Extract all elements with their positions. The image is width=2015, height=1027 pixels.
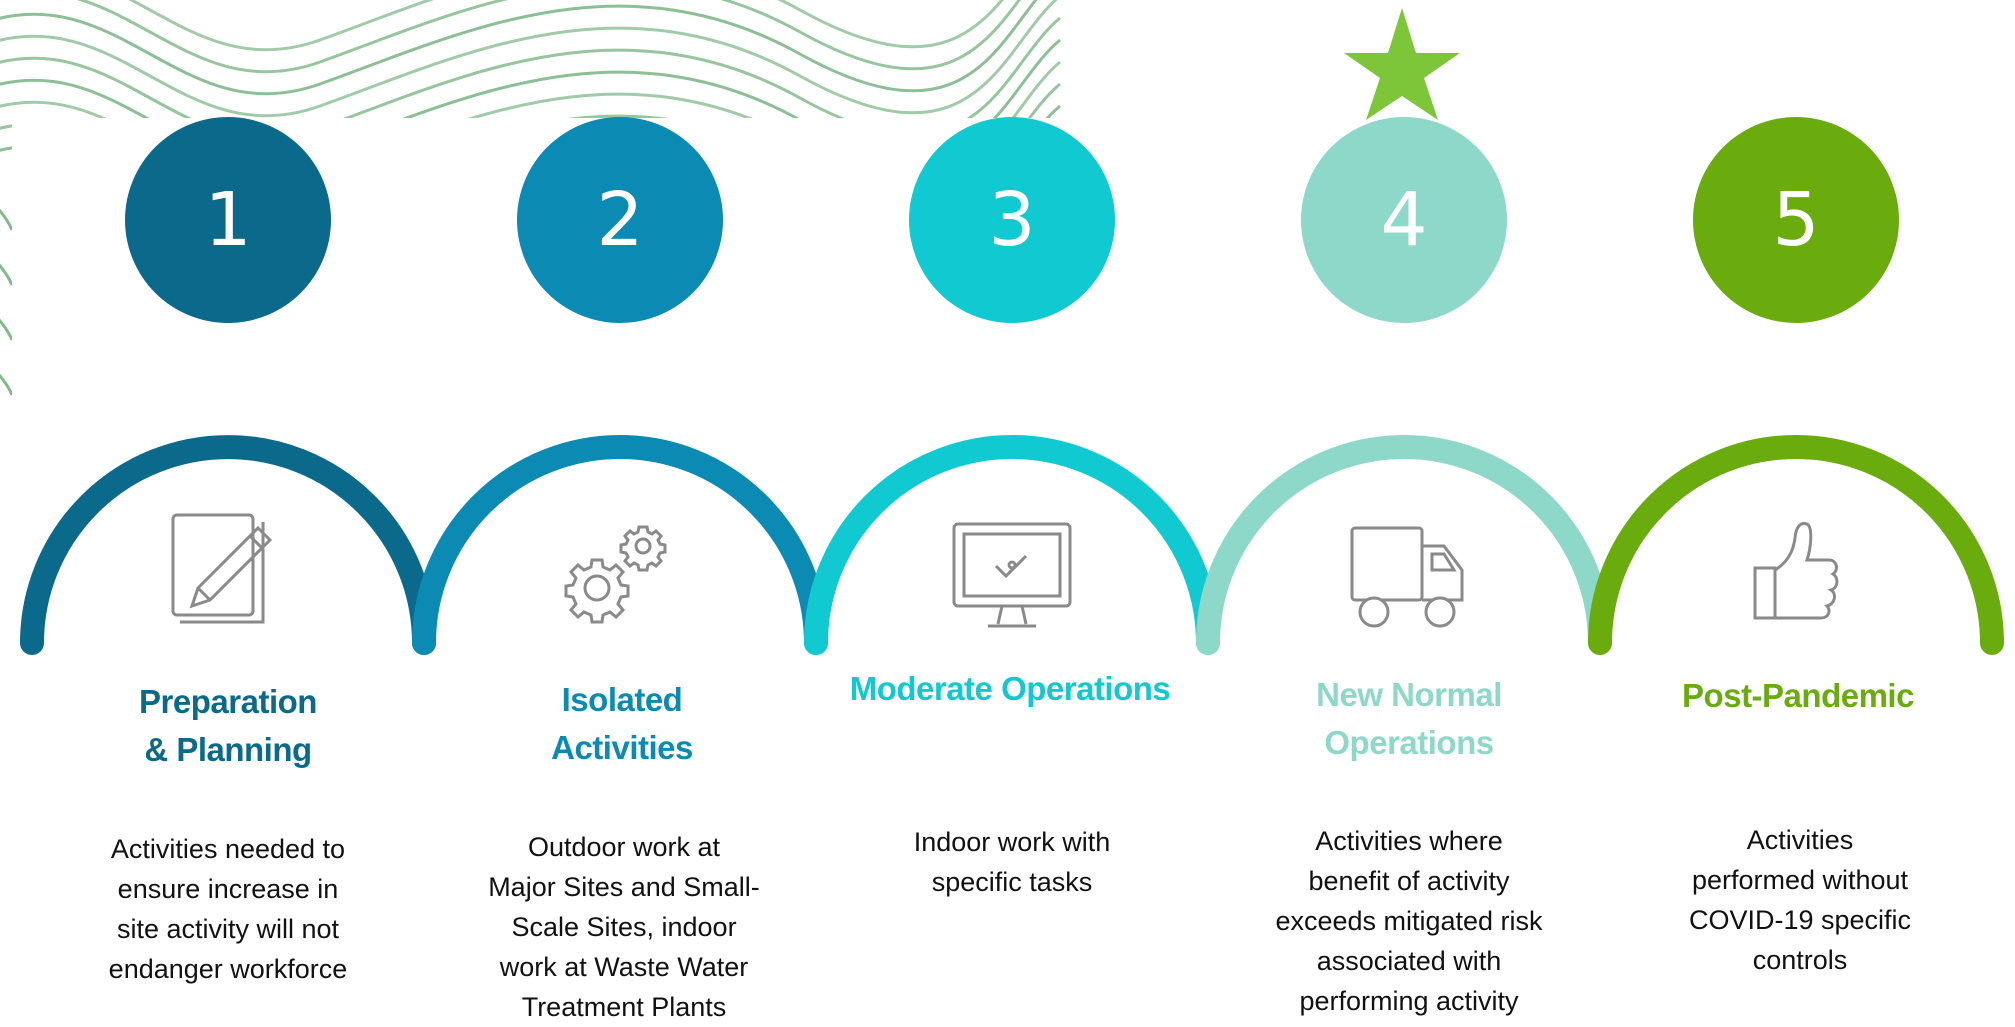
notepad-pencil-icon	[171, 513, 273, 624]
stage-3-title: Moderate Operations	[849, 670, 1171, 707]
stage-2-arc	[412, 435, 828, 655]
stage-4-title: New Normal Operations	[1316, 676, 1502, 761]
stage-3-number-circle: 3	[909, 117, 1115, 323]
monitor-check-icon	[952, 522, 1072, 628]
stage-1-description: Activities needed to ensure increase in …	[108, 834, 348, 984]
thumbs-up-icon	[1753, 522, 1839, 620]
star-icon	[1344, 8, 1460, 120]
stage-5-description: Activities performed without COVID-19 sp…	[1688, 825, 1912, 975]
stage-4-description: Activities where benefit of activity exc…	[1275, 826, 1543, 1016]
stage-5-number-circle: 5	[1693, 117, 1899, 323]
stage-1-arc	[20, 435, 436, 655]
decorative-wave-line	[0, 373, 14, 396]
decorative-wave-line	[0, 263, 14, 286]
stage-3-description: Indoor work with specific tasks	[913, 827, 1111, 897]
stage-4-number-circle: 4	[1301, 117, 1507, 323]
stage-1-title: Preparation & Planning	[139, 683, 317, 768]
decorative-wave-line	[0, 0, 1058, 118]
decorative-wave-line	[76, 0, 1021, 74]
stage-5-title: Post-Pandemic	[1682, 677, 1914, 714]
decorative-wave-line	[0, 0, 1038, 96]
stage-4-arc	[1196, 435, 1612, 655]
stage-2-description: Outdoor work at Major Sites and Small- S…	[488, 832, 760, 1022]
truck-icon	[1350, 526, 1464, 628]
stage-3-arc	[804, 435, 1220, 655]
stage-2-number-circle: 2	[517, 117, 723, 323]
stage-1-number-circle: 1	[125, 117, 331, 323]
stage-2-title: Isolated Activities	[551, 681, 693, 766]
decorative-wave-line	[0, 318, 14, 341]
decorative-wave-line	[128, 0, 1004, 52]
decorative-wave-line	[0, 208, 14, 231]
gears-icon	[564, 525, 667, 624]
stage-5-arc	[1588, 435, 2004, 655]
